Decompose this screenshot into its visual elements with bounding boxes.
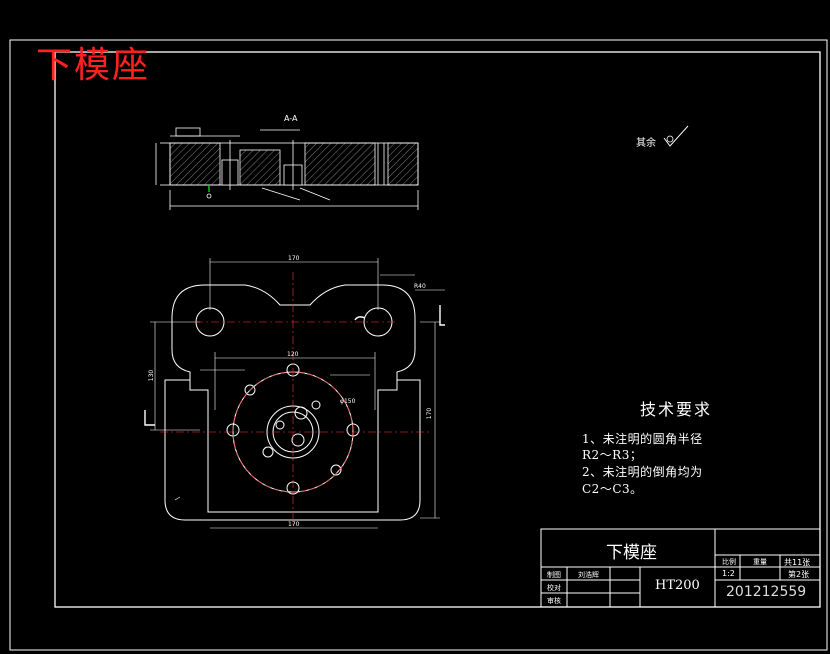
tb-scale-label: 比例 (722, 558, 736, 566)
dim-bottom-width: 170 (288, 521, 300, 528)
dim-left-height: 130 (148, 369, 156, 382)
dim-bolt-circle: φ150 (340, 398, 356, 405)
tb-designer: 刘浩辉 (578, 571, 599, 579)
title-block (540, 528, 821, 608)
roughness-note: 其余 (636, 138, 656, 149)
drawing-frame (54, 51, 821, 608)
tb-scale-value: 1:2 (722, 569, 735, 578)
drawing-title: 下模座 (36, 45, 151, 86)
roughness-symbol-icon (663, 125, 689, 147)
tb-row-designed: 制图 (547, 571, 561, 579)
tb-part-name: 下模座 (606, 543, 657, 563)
section-view (155, 127, 419, 210)
tb-row-approved: 审核 (547, 597, 561, 605)
tech-requirements-heading: 技术要求 (640, 400, 713, 419)
tb-row-checked: 校对 (547, 584, 561, 592)
tech-line-2: R2～R3； (582, 448, 643, 462)
dim-right-height: 170 (426, 407, 434, 420)
tb-sheet-no: 第2张 (788, 570, 810, 579)
tb-drawing-number: 201212559 (726, 584, 807, 600)
dim-radius: R40 (414, 283, 426, 290)
dim-center-span: 120 (287, 351, 299, 358)
section-label: A-A (284, 114, 298, 123)
tb-sheet-total: 共11张 (784, 558, 811, 567)
tb-weight-label: 重量 (753, 558, 767, 566)
center-lines (160, 272, 430, 525)
tech-line-3: 2、未注明的倒角均为 (582, 465, 703, 479)
tb-material: HT200 (655, 578, 700, 593)
top-view (144, 258, 445, 529)
tech-line-1: 1、未注明的圆角半径 (582, 432, 703, 446)
sheet-border (9, 39, 828, 651)
dim-top-width: 170 (288, 255, 300, 262)
tech-line-4: C2～C3。 (582, 482, 643, 496)
